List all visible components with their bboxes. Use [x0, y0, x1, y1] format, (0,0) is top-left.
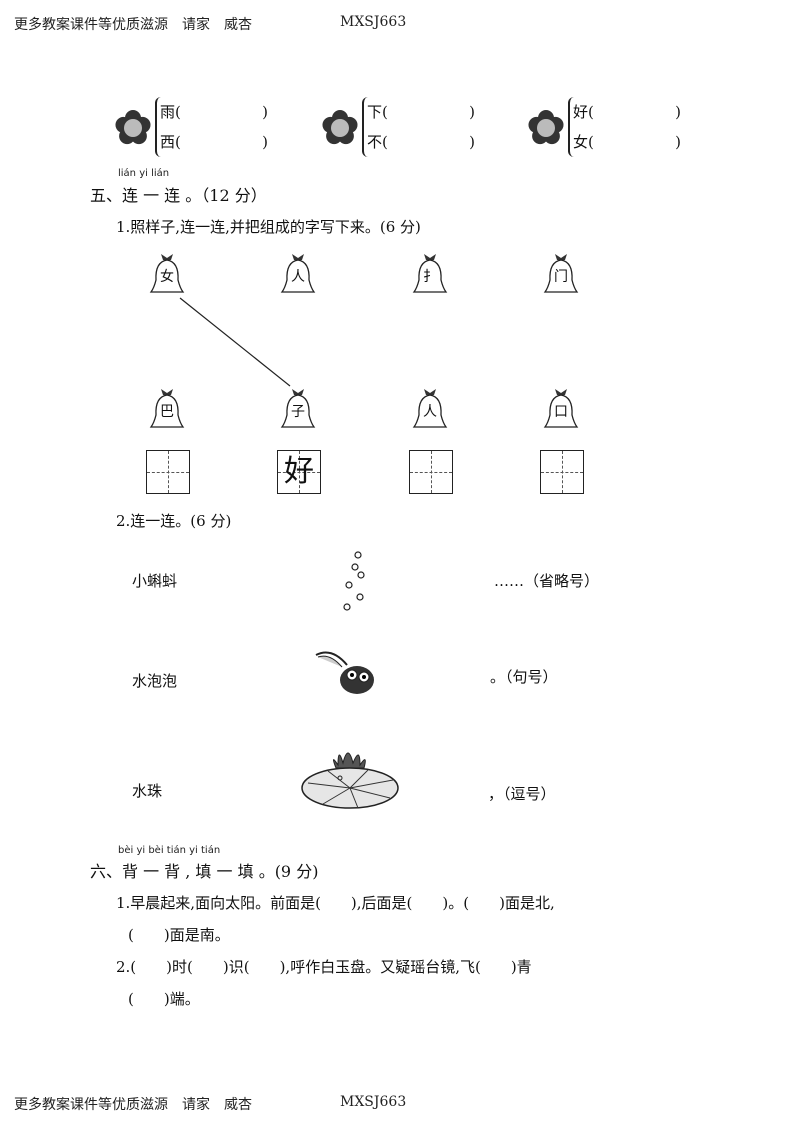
word-blank[interactable]: 雨(	[160, 103, 181, 121]
bell[interactable]: 扌	[412, 250, 448, 296]
right-item: ……（省略号）	[494, 572, 600, 590]
bell[interactable]: 口	[543, 385, 579, 431]
footer-text: 更多教案课件等优质滋源 请家 威杏	[14, 1097, 252, 1113]
bell-icon	[543, 389, 579, 428]
right-item: ，（逗号）	[488, 785, 556, 803]
bell-char: 门	[554, 269, 568, 285]
word-blank[interactable]: 女(	[573, 133, 594, 151]
section5-q2: 2.连一连。(6 分)	[116, 512, 232, 530]
bell[interactable]: 门	[543, 250, 579, 296]
bell-char: 女	[160, 269, 174, 285]
writing-grid[interactable]	[540, 450, 584, 494]
fill-line: ( )端。	[128, 990, 200, 1008]
bell[interactable]: 巴	[149, 385, 185, 431]
bell-icon	[543, 254, 579, 293]
bell-icon	[149, 389, 185, 428]
bell[interactable]: 子	[280, 385, 316, 431]
bell-icon	[412, 389, 448, 428]
bell-icon	[280, 254, 316, 293]
left-item: 水泡泡	[132, 672, 178, 690]
fill-line: 1.早晨起来,面向太阳。前面是( ),后面是( )。( )面是北,	[116, 894, 555, 912]
word-blank[interactable]: 西(	[160, 133, 181, 151]
bell-icon	[280, 389, 316, 428]
section6-pinyin: bèi yi bèi tián yi tián	[118, 845, 221, 856]
right-item: 。（句号）	[490, 668, 558, 686]
section5-pinyin: lián yi lián	[118, 168, 170, 179]
section6-title: 六、背 一 背 , 填 一 填 。(9 分)	[90, 862, 319, 881]
flower-group: 下() 不()	[362, 97, 475, 157]
bubbles-icon	[343, 551, 365, 611]
bell-char: 巴	[160, 404, 174, 420]
bell[interactable]: 人	[280, 250, 316, 296]
flower-icon	[115, 110, 151, 145]
writing-grid[interactable]	[146, 450, 190, 494]
left-item: 水珠	[132, 782, 163, 800]
flower-group: 好() 女()	[568, 97, 681, 157]
bell-char: 子	[291, 404, 305, 420]
fill-line: ( )面是南。	[128, 926, 230, 944]
tadpole-icon	[315, 651, 374, 694]
bell-icon	[412, 254, 448, 293]
bell[interactable]: 人	[412, 385, 448, 431]
word-blank[interactable]: 不(	[367, 133, 388, 151]
word-blank[interactable]: 好(	[573, 103, 594, 121]
flower-group: 雨() 西()	[155, 97, 268, 157]
header-code: MXSJ663	[340, 14, 407, 30]
writing-grid[interactable]: 好	[277, 450, 321, 494]
bell[interactable]: 女	[149, 250, 185, 296]
writing-grid[interactable]	[409, 450, 453, 494]
section5-title: 五、连 一 连 。（12 分）	[90, 186, 267, 205]
section5-q1: 1.照样子,连一连,并把组成的字写下来。(6 分)	[116, 218, 421, 236]
word-blank[interactable]: 下(	[367, 103, 388, 121]
left-item: 小蝌蚪	[132, 572, 178, 590]
bell-char: 口	[554, 404, 568, 420]
bell-char: 人	[423, 404, 437, 420]
flower-icon	[528, 110, 564, 145]
lotus-leaf-icon	[301, 752, 399, 809]
header-text: 更多教案课件等优质滋源 请家 威杏	[14, 17, 252, 33]
footer-code: MXSJ663	[340, 1094, 407, 1110]
flower-icon	[322, 110, 358, 145]
bell-char: 人	[291, 269, 305, 285]
bell-char: 扌	[423, 269, 437, 285]
bell-icon	[149, 254, 185, 293]
fill-line: 2.( )时( )识( ),呼作白玉盘。又疑瑶台镜,飞( )青	[116, 958, 532, 976]
